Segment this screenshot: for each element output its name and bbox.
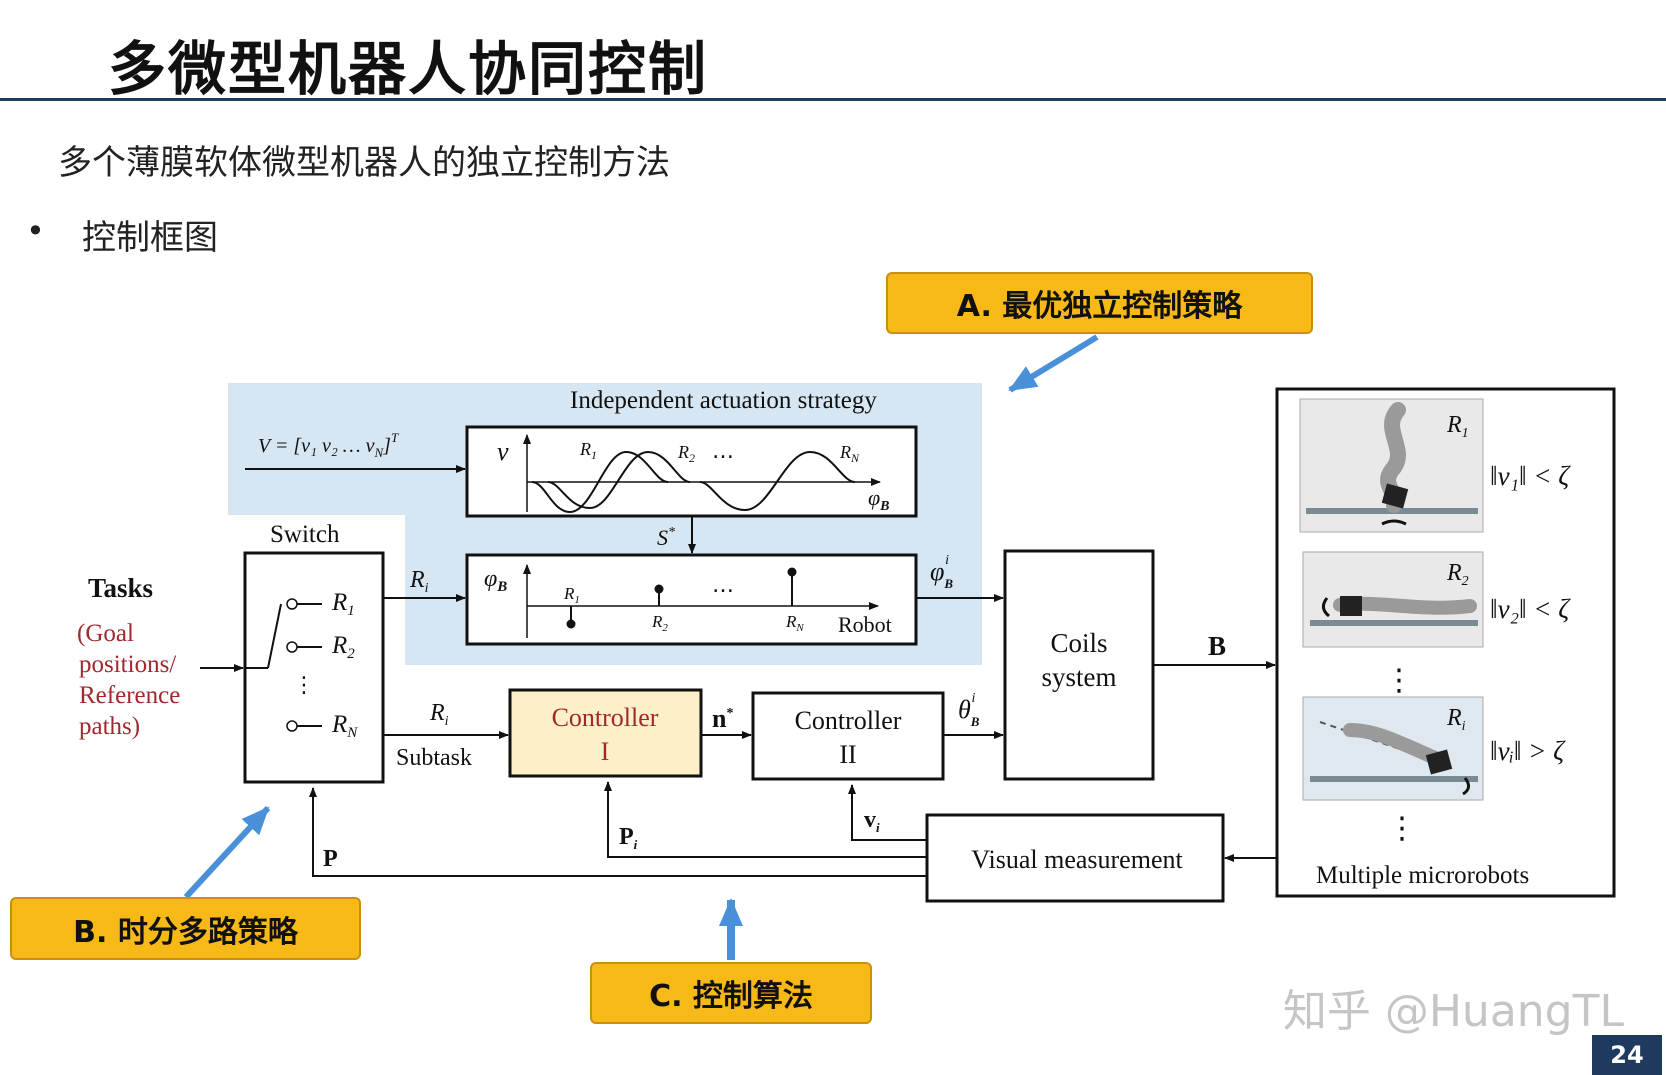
microrobots-dots-2: ⋮ [1387,811,1417,846]
microrobot-i-condition: ‖vᵢ‖ > ζ [1490,736,1566,766]
pi-label: Pi [619,824,638,852]
switch-contact-rn [286,720,298,732]
bullet-text: 控制框图 [82,218,218,258]
microrobot-2-condition: ‖v₂‖ < ζ [1490,594,1571,624]
tasks-desc-line1: (Goal [77,620,134,647]
coils-line2: system [1041,662,1116,692]
switch-rn-label: RN [331,711,358,741]
microrobots-label: Multiple microrobots [1316,862,1529,889]
callout-a-optimal-strategy: A. 最优独立控制策略 [886,272,1313,334]
wave-rn-label: RN [839,442,860,465]
controller-2-line2: II [839,740,856,769]
wave-r2-curve [547,450,691,510]
phi-out-label: φBi [930,553,953,591]
microrobot-2-label: R2 [1446,560,1469,589]
theta-out-label: θBi [958,691,980,729]
coils-system-box [1003,549,1155,781]
tasks-desc-line4: paths) [79,713,140,740]
controller-1-box [508,688,703,778]
phase-y-label: φB [484,566,507,595]
tasks-desc-line2: positions/ [79,651,176,678]
wave-r1-curve [531,450,669,514]
p-feedback-line [309,787,927,877]
microrobot-i-label: Ri [1446,705,1466,734]
n-star-label: n* [712,704,733,733]
velocity-vector-label: V = [v₁ v₂ … vN]T [258,430,399,460]
coils-line1: Coils [1050,628,1107,658]
microrobot-1-image [1299,398,1484,533]
phase-r1-marker [566,619,576,629]
ri-bottom-label: Ri [429,700,449,729]
phase-robot-label: Robot [838,612,892,637]
controller-2-box [751,691,945,781]
independent-strategy-label: Independent actuation strategy [570,387,877,414]
microrobot-2-image [1302,551,1484,648]
tasks-label: Tasks [88,573,153,603]
wave-dots: … [712,439,734,464]
pi-feedback-line [604,781,927,858]
switch-r1-label: R1 [331,589,355,619]
p-label: P [323,846,338,872]
switch-contact-r2 [286,641,298,653]
switch-lever [267,603,282,669]
ri-top-label: Ri [409,567,429,596]
phase-rn-marker [787,567,797,577]
wave-y-label: ν [497,437,509,466]
switch-r2-label: R2 [331,632,355,662]
vi-feedback-line [848,784,927,841]
title-divider [0,98,1666,101]
watermark: 知乎 @HuangTL [1282,986,1624,1037]
switch-label: Switch [270,521,340,548]
microrobots-dots-1: ⋮ [1384,663,1414,698]
phase-r2-marker [654,584,664,594]
phase-dots: … [712,573,734,598]
controller-2-line1: Controller [795,706,902,735]
callout-b-arrow [183,805,271,900]
s-star-label: S* [657,525,675,550]
page-number: 24 [1592,1035,1662,1075]
switch-contact-r1 [286,598,298,610]
callout-a-arrow [1008,334,1099,393]
phase-rn-label: RN [785,612,804,634]
callout-b-time-division: B. 时分多路策略 [10,897,361,960]
slide-title: 多微型机器人协同控制 [108,35,709,103]
velocity-wave-box [465,425,918,518]
callout-c-control-algorithm: C. 控制算法 [590,962,872,1024]
microrobot-1-condition: ‖v₁‖ < ζ [1490,461,1571,491]
subtask-label: Subtask [396,745,472,771]
slide-subtitle: 多个薄膜软体微型机器人的独立控制方法 [58,143,670,183]
robot-phase-box [465,553,918,646]
tasks-desc-line3: Reference [79,682,180,709]
microrobot-i-image [1302,696,1484,801]
bullet-dot: • [26,212,45,250]
wave-rn-curve [699,450,856,512]
b-field-label: B [1208,631,1226,661]
wave-r1-label: R1 [579,439,597,462]
svg-text:V = [v₁ v₂ … vN]T: V = [v₁ v₂ … vN]T [258,430,399,460]
vi-label: vi [864,807,880,835]
switch-dots: ⋮ [293,673,315,698]
controller-1-line2: I [601,737,610,766]
microrobot-1-label: R1 [1446,412,1469,441]
visual-measurement-label: Visual measurement [971,845,1183,874]
controller-1-line1: Controller [552,703,659,732]
phase-r1-label: R1 [563,584,580,606]
wave-x-label: φB [868,485,890,514]
wave-r2-label: R2 [677,442,695,465]
visual-measurement-box [925,813,1225,903]
phase-r2-label: R2 [651,612,668,634]
